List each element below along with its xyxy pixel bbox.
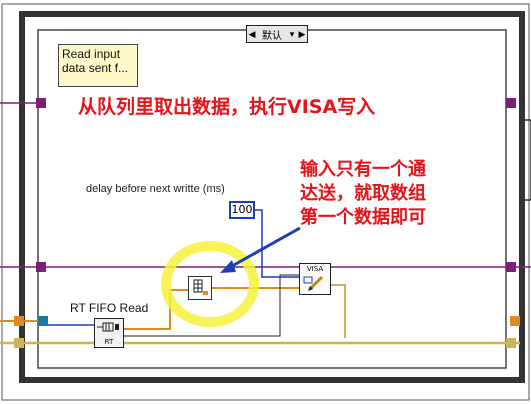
fifo-rt-label: RT [104, 338, 114, 346]
index-array-icon [193, 279, 208, 295]
case-selector-label: 默认 [262, 30, 282, 42]
left-tunnel-2 [38, 316, 48, 326]
orange-wire-fifo [124, 289, 188, 330]
delay-label: delay before next writte (ms) [86, 183, 225, 195]
fifo-read-node[interactable]: RT [94, 318, 124, 348]
annotation-title: 从队列里取出数据，执行VISA写入 [78, 96, 376, 118]
comment-note[interactable]: Read input data sent f... [58, 44, 138, 87]
tunnel-right-top [506, 98, 516, 108]
error-wire-2 [331, 284, 346, 338]
right-tunnel-orange [510, 316, 520, 326]
outer-loop-frame [1, 3, 530, 401]
case-dropdown-icon[interactable]: ▾ [289, 28, 295, 39]
annotation-arrow [224, 226, 301, 272]
visa-label: VISA [306, 265, 324, 273]
case-frame-outer [19, 11, 525, 383]
visa-write-node[interactable]: VISA [299, 263, 331, 295]
right-edge-panel [519, 119, 531, 201]
left-tunnel-3 [14, 338, 24, 348]
tunnel-left-top [36, 98, 46, 108]
annotation-arrowhead [220, 260, 236, 273]
right-tunnel-err [506, 338, 516, 348]
delay-constant[interactable]: 100 [229, 201, 255, 219]
fifo-icon [97, 322, 119, 332]
index-array-node[interactable] [188, 276, 212, 300]
annotation-note-line: 输入只有一个通 [300, 159, 426, 180]
tunnel-left [36, 262, 46, 272]
case-prev-icon[interactable]: ◀ [248, 28, 256, 39]
annotation-note: 输入只有一个通 达送，就取数组 第一个数据即可 [300, 158, 500, 230]
fifo-read-label: RT FIFO Read [70, 301, 149, 315]
pencil-icon [303, 275, 324, 291]
tunnel-right [506, 262, 516, 272]
case-selector[interactable]: ◀ 默认 ▾ ▶ [246, 25, 308, 43]
visa-wire-2 [124, 274, 299, 337]
blue-wire [255, 209, 299, 278]
highlight-marker [161, 241, 259, 327]
annotation-note-line: 第一个数据即可 [300, 207, 426, 228]
left-tunnel-1 [14, 316, 24, 326]
case-next-icon[interactable]: ▶ [298, 28, 306, 39]
annotation-note-line: 达送，就取数组 [300, 183, 426, 204]
